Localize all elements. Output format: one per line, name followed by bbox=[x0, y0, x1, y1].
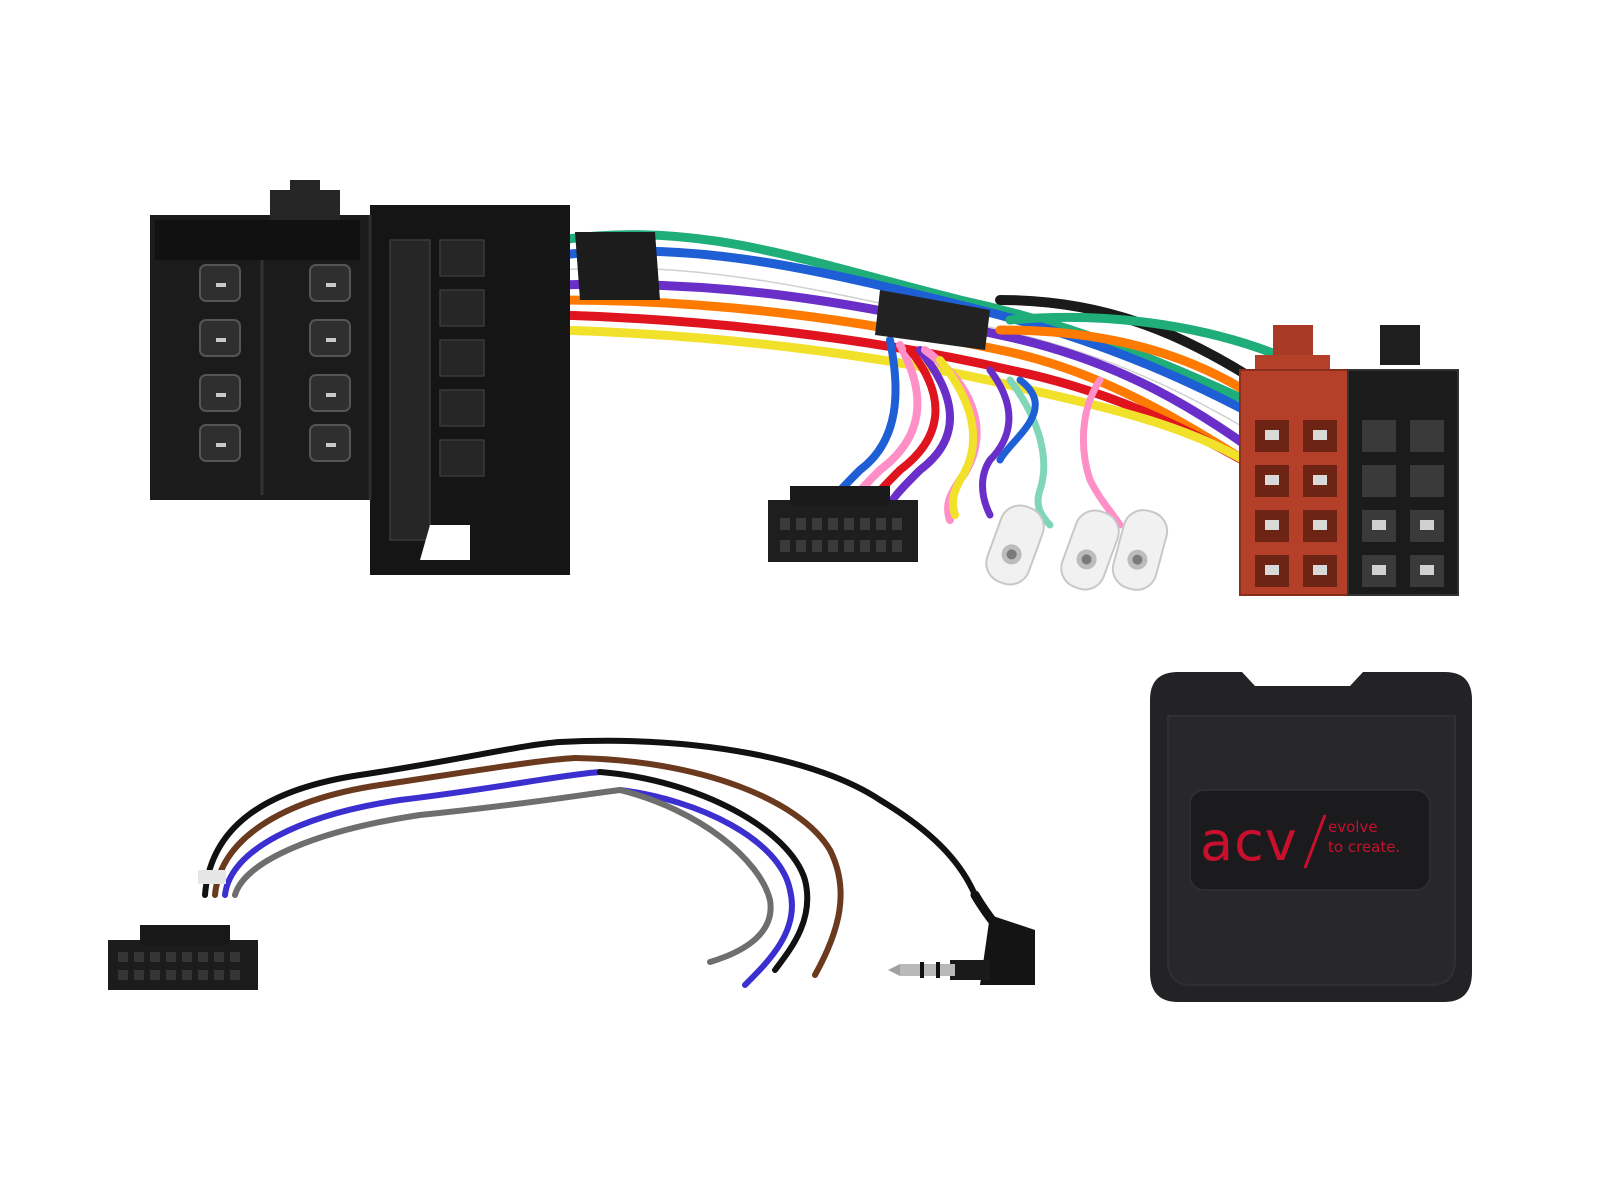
interface-box: acv evolve to create. bbox=[1150, 672, 1472, 1002]
iso-connector-black bbox=[1347, 325, 1459, 596]
patch-lead bbox=[198, 737, 1015, 988]
radio-plug-16pin bbox=[768, 486, 918, 562]
patch-plug-16pin bbox=[108, 925, 258, 990]
vehicle-connector bbox=[150, 180, 570, 575]
bullet-connectors bbox=[985, 504, 1169, 591]
brand-tagline-1: evolve bbox=[1328, 818, 1378, 836]
loom-tape bbox=[575, 232, 990, 350]
brand-tagline-2: to create. bbox=[1328, 838, 1400, 856]
brand-logo: acv bbox=[1200, 810, 1298, 873]
iso-connector-red bbox=[1239, 325, 1351, 596]
jack-3-5mm bbox=[888, 915, 1035, 985]
